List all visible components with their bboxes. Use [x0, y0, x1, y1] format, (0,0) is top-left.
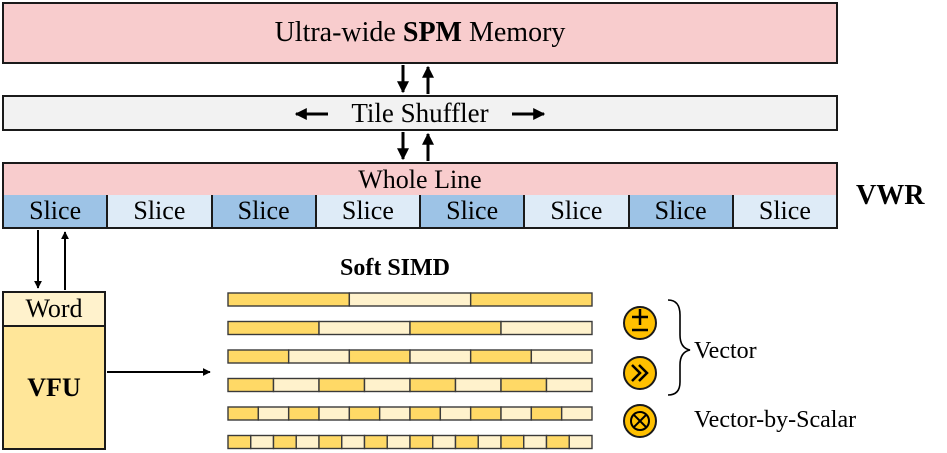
- tile-shuffler-label: Tile Shuffler: [351, 97, 489, 128]
- simd-segment: [432, 434, 457, 450]
- simd-segment: [454, 377, 502, 393]
- vwr-slice: Slice: [316, 195, 421, 227]
- simd-segment: [348, 292, 472, 307]
- vwr-slice: Slice: [629, 195, 734, 227]
- soft-simd-rows: [227, 292, 593, 450]
- whole-line-label: Whole Line: [358, 164, 482, 194]
- word-label: Word: [25, 294, 83, 323]
- simd-segment: [227, 292, 351, 307]
- simd-segment: [409, 320, 502, 336]
- simd-segment: [272, 377, 320, 393]
- simd-segment: [272, 434, 297, 450]
- shift-icon: [623, 356, 657, 390]
- vector-label: Vector: [694, 338, 757, 364]
- simd-segment: [318, 320, 411, 336]
- vwr-slice: Slice: [525, 195, 630, 227]
- simd-segment: [545, 377, 593, 393]
- simd-segment: [378, 406, 411, 421]
- simd-segment: [409, 406, 442, 421]
- simd-segment: [348, 406, 381, 421]
- simd-segment: [227, 320, 320, 336]
- vwr-slice: Slice: [733, 195, 836, 227]
- simd-segment: [500, 377, 548, 393]
- simd-segment: [530, 349, 593, 364]
- vector-by-scalar-label: Vector-by-Scalar: [694, 407, 857, 433]
- vwr-slice: Slice: [108, 195, 213, 227]
- vwr-label: VWR: [856, 180, 925, 211]
- simd-segment: [386, 434, 411, 450]
- spm-suffix: Memory: [461, 17, 566, 48]
- simd-segment: [469, 406, 502, 421]
- simd-segment: [469, 292, 593, 307]
- simd-segment: [363, 434, 388, 450]
- simd-segment: [500, 434, 525, 450]
- simd-segment: [318, 434, 343, 450]
- simd-segment: [287, 406, 320, 421]
- simd-segment: [523, 434, 548, 450]
- simd-segment: [250, 434, 275, 450]
- simd-segment: [469, 349, 533, 364]
- simd-segment: [560, 406, 593, 421]
- spm-bold: SPM: [402, 17, 462, 48]
- simd-segment: [227, 377, 275, 393]
- simd-segment: [409, 434, 434, 450]
- simd-segment: [348, 349, 411, 364]
- tile-shuffler-block: Tile Shuffler: [2, 95, 838, 131]
- vfu-label: VFU: [27, 372, 81, 402]
- vfu-block: VFU: [2, 325, 106, 450]
- simd-segment: [227, 349, 290, 364]
- vwr-slice: Slice: [421, 195, 526, 227]
- simd-segment: [500, 406, 533, 421]
- simd-segment: [318, 406, 351, 421]
- simd-segment: [409, 349, 472, 364]
- simd-segment: [409, 377, 457, 393]
- vwr-slice: Slice: [4, 195, 109, 227]
- spm-memory-block: Ultra-wide SPM Memory: [2, 2, 838, 64]
- simd-segment: [227, 434, 252, 450]
- simd-segment: [500, 320, 593, 336]
- simd-segment: [545, 434, 570, 450]
- simd-segment: [257, 406, 290, 421]
- simd-segment: [530, 406, 563, 421]
- simd-segment: [454, 434, 479, 450]
- soft-simd-title: Soft SIMD: [340, 255, 451, 281]
- simd-segment: [477, 434, 502, 450]
- vwr-slice: Slice: [212, 195, 317, 227]
- simd-segment: [227, 406, 260, 421]
- simd-segment: [318, 377, 366, 393]
- simd-segment: [363, 377, 411, 393]
- word-block: Word: [2, 291, 106, 327]
- simd-segment: [568, 434, 593, 450]
- vector-brace: [667, 299, 691, 396]
- simd-segment: [439, 406, 472, 421]
- add-subtract-icon: [623, 306, 657, 340]
- simd-segment: [341, 434, 366, 450]
- simd-segment: [295, 434, 320, 450]
- multiply-icon: [623, 404, 657, 438]
- simd-segment: [287, 349, 351, 364]
- spm-prefix: Ultra-wide: [274, 17, 403, 48]
